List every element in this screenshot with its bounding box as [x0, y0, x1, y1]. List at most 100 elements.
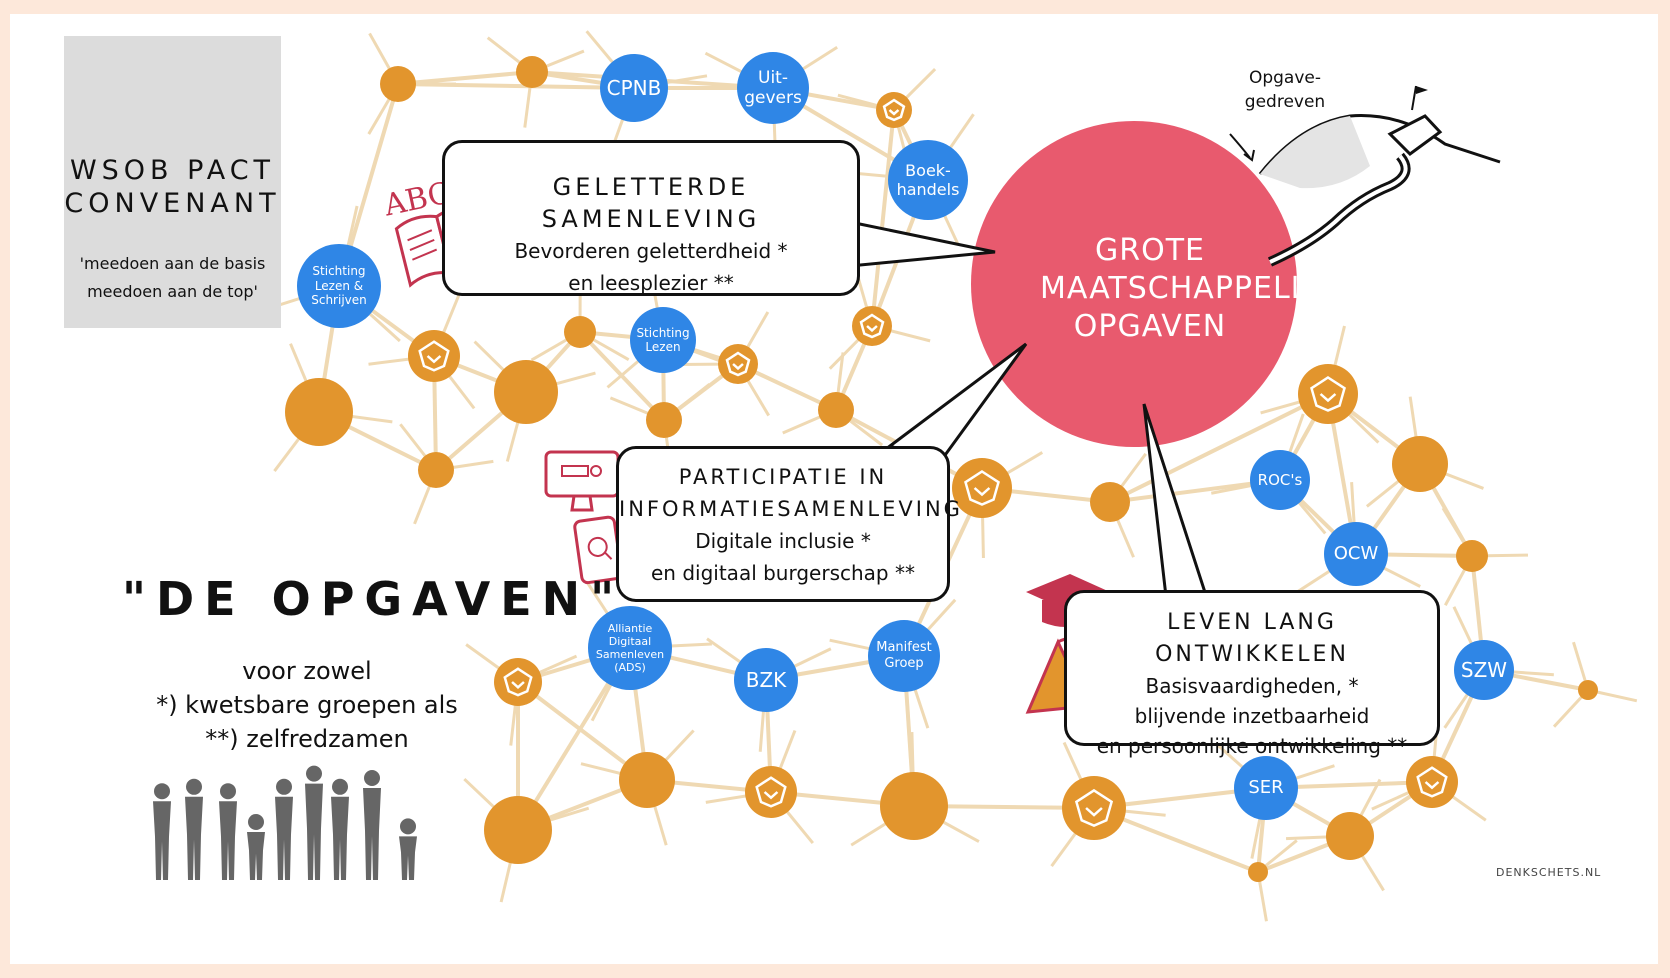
library-logo-icon [882, 98, 906, 122]
logo-title: WSOB PACT CONVENANT [64, 155, 281, 219]
logo-tagline: 'meedoen aan de basis meedoen aan de top… [79, 254, 266, 301]
person-body [219, 801, 237, 880]
library-node [1392, 436, 1448, 492]
person-body [153, 801, 171, 880]
person-head [154, 783, 170, 800]
partner-node-ocw [1324, 522, 1388, 586]
library-node [1248, 862, 1268, 882]
library-node [1090, 482, 1130, 522]
library-node [1406, 756, 1458, 808]
partner-node-rocs [1250, 450, 1310, 510]
library-node [646, 402, 682, 438]
bubble-leven-lang-ontwikkelen: LEVEN LANG ONTWIKKELEN Basisvaardigheden… [1064, 590, 1440, 758]
partner-label-bzk: BZK [745, 668, 787, 692]
library-logo-icon [1310, 376, 1346, 412]
library-logo-icon [964, 470, 1000, 506]
partner-label-szw: SZW [1460, 658, 1508, 682]
partner-node-cpnb [600, 54, 668, 122]
partner-label-ser: SER [1248, 777, 1284, 799]
partner-node-manifest [868, 620, 940, 692]
library-node [1578, 680, 1598, 700]
computer-screen-icon [544, 450, 620, 512]
partner-node-szw [1454, 640, 1514, 700]
library-node [408, 330, 460, 382]
center-label: GROTE MAATSCHAPPELIJKE OPGAVEN [1040, 233, 1352, 344]
library-node [516, 56, 548, 88]
person-head [220, 783, 236, 800]
library-logo-icon [725, 351, 751, 377]
bubble-title: GELETTERDE SAMENLEVING [541, 173, 761, 233]
person-head [186, 778, 202, 795]
partner-node-bzk [734, 648, 798, 712]
person-head [332, 778, 348, 795]
network-nodes [285, 52, 1598, 882]
main-heading: "DE OPGAVEN" [122, 572, 625, 626]
bubble-title: LEVEN LANG ONTWIKKELEN [1155, 610, 1349, 667]
partner-label-cpnb: CPNB [606, 76, 662, 100]
person-body [331, 796, 349, 880]
partner-label-manifest: Manifest Groep [876, 640, 932, 671]
partner-label-uitgevers: Uit- gevers [744, 67, 802, 108]
library-node [285, 378, 353, 446]
library-node [418, 452, 454, 488]
library-node [818, 392, 854, 428]
library-node [952, 458, 1012, 518]
library-node [852, 306, 892, 346]
library-node [494, 360, 558, 424]
credit-label: DENKSCHETS.NL [1496, 866, 1602, 879]
library-node [1326, 812, 1374, 860]
network-link [1109, 392, 1329, 504]
partner-label-rocs: ROC's [1257, 471, 1303, 489]
library-logo-icon [418, 340, 450, 372]
person-head [364, 770, 380, 786]
library-node [876, 92, 912, 128]
person-head [248, 814, 264, 830]
library-node [718, 344, 758, 384]
person-head [306, 765, 322, 782]
partner-label-stichting-lezen-schrijven: Stichting Lezen & Schrijven [311, 264, 367, 308]
center-circle [971, 121, 1297, 447]
library-node [1298, 364, 1358, 424]
library-logo-icon [755, 776, 787, 808]
bubble-subtitle: Basisvaardigheden, * blijvende inzetbaar… [1096, 674, 1408, 758]
bubble-subtitle: Bevorderen geletterdheid * en leesplezie… [514, 239, 788, 295]
library-node [745, 766, 797, 818]
person-body [247, 832, 265, 880]
person-body [363, 788, 381, 880]
library-node [564, 316, 596, 348]
audience-text: voor zowel *) kwetsbare groepen als **) … [156, 657, 458, 753]
network-diagram [80, 30, 1638, 922]
library-node [380, 66, 416, 102]
bubble-geletterde-samenleving: GELETTERDE SAMENLEVING Bevorderen gelett… [442, 140, 860, 296]
person-body [185, 796, 203, 880]
person-head [400, 818, 416, 835]
person-body [399, 836, 417, 880]
library-node [484, 796, 552, 864]
library-node [619, 752, 675, 808]
person-head [276, 778, 292, 795]
partner-label-ocw: OCW [1333, 543, 1379, 565]
wsob-logo-panel: WSOB PACT CONVENANT 'meedoen aan de basi… [64, 36, 281, 328]
partner-label-stichting-lezen: Stichting Lezen [636, 325, 690, 354]
canvas: WSOB PACT CONVENANT 'meedoen aan de basi… [10, 14, 1658, 964]
bubble-subtitle: Digitale inclusie * en digitaal burgersc… [651, 529, 915, 585]
partner-label-boekhandels: Boek- handels [896, 160, 960, 199]
partner-node-uitgevers [737, 52, 809, 124]
partner-node-stichting-lezen-schrijven [297, 244, 381, 328]
library-node [1456, 540, 1488, 572]
library-logo-icon [1074, 788, 1114, 827]
people-group-icon [153, 765, 417, 880]
library-node [880, 772, 948, 840]
partner-node-stichting-lezen [630, 307, 696, 373]
person-body [305, 783, 323, 880]
partner-node-ser [1234, 756, 1298, 820]
library-node [494, 658, 542, 706]
partner-label-alliantie: Alliantie Digitaal Samenleven (ADS) [595, 621, 665, 675]
bubble-tail-participatie [886, 342, 1028, 464]
library-logo-icon [503, 667, 533, 697]
library-logo-icon [859, 313, 885, 339]
partner-node-alliantie [588, 606, 672, 690]
bubble-participatie: PARTICIPATIE IN INFORMATIESAMENLEVING Di… [616, 446, 960, 602]
network-link [870, 109, 896, 327]
library-logo-icon [1416, 766, 1448, 798]
